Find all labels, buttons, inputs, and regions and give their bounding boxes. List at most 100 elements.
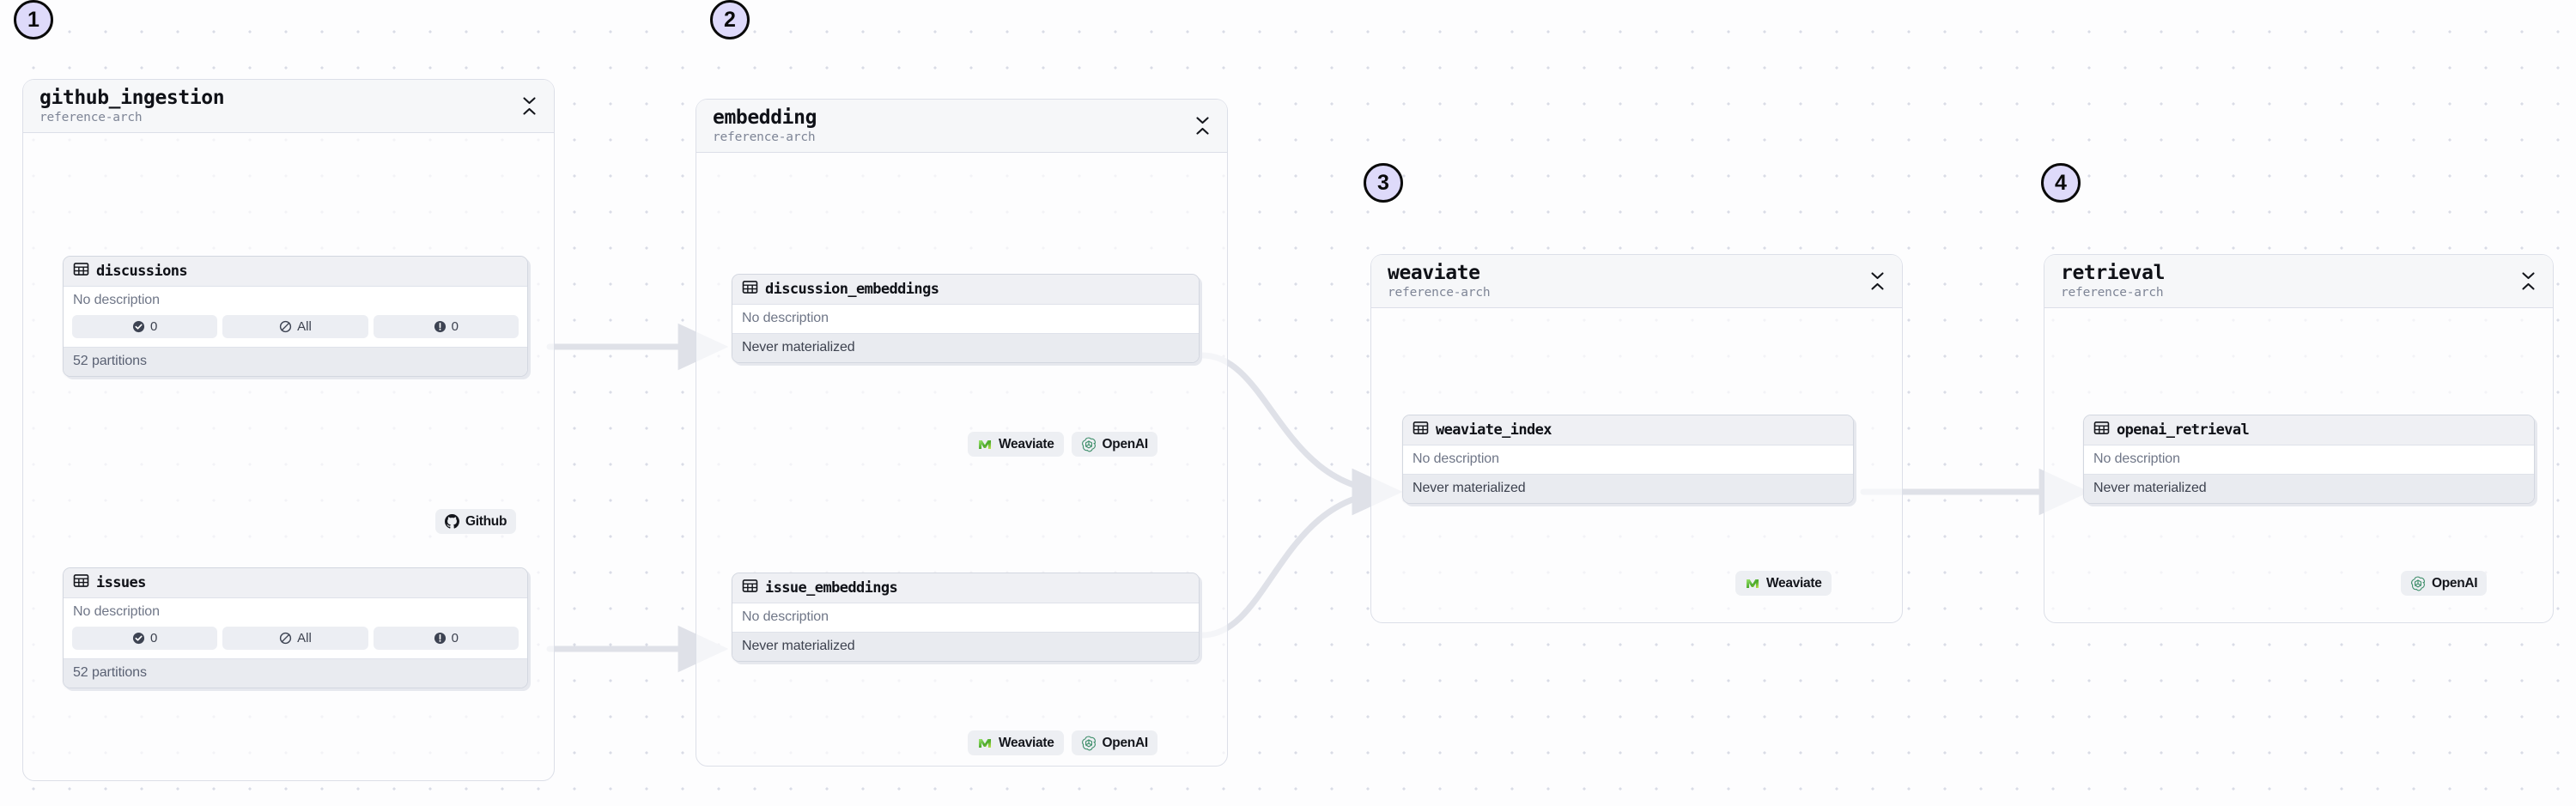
tag-chip-label: Weaviate [999, 735, 1054, 750]
weaviate-icon [977, 736, 993, 751]
status-pill-label: 0 [451, 319, 459, 334]
tag-chip-weaviate[interactable]: Weaviate [1735, 571, 1832, 596]
asset-name: issue_embeddings [765, 579, 898, 597]
group-header-weaviate[interactable]: weaviate reference-arch [1371, 255, 1902, 308]
chevron-collapse-icon[interactable] [519, 94, 538, 119]
asset-header: issues [64, 568, 527, 598]
tag-chip-label: OpenAI [1102, 735, 1149, 750]
tag-chip-label: OpenAI [2432, 575, 2478, 591]
asset-tags-openai-retrieval: OpenAI [2401, 571, 2488, 596]
asset-description: No description [732, 305, 1199, 333]
tag-chip-openai[interactable]: OpenAI [2401, 571, 2488, 596]
chevron-collapse-icon[interactable] [1868, 269, 1886, 294]
chevron-collapse-icon[interactable] [1193, 113, 1212, 139]
asset-card-weaviate-index[interactable]: weaviate_index No description Never mate… [1402, 415, 1854, 504]
asset-name: discussion_embeddings [765, 281, 939, 298]
tag-chip-weaviate[interactable]: Weaviate [968, 432, 1064, 457]
asset-header: weaviate_index [1403, 415, 1853, 445]
step-marker-4: 4 [2041, 163, 2081, 203]
asset-status-row: 0 All 0 [64, 627, 527, 658]
group-retrieval[interactable]: retrieval reference-arch openai_retrieva… [2044, 254, 2554, 623]
group-header-text: github_ingestion reference-arch [39, 86, 519, 125]
asset-card-discussions[interactable]: discussions No description 0 All [63, 256, 528, 377]
table-icon [73, 261, 89, 282]
group-header-embedding[interactable]: embedding reference-arch [696, 100, 1227, 153]
tag-chip-label: Weaviate [1766, 575, 1822, 591]
asset-footer: 52 partitions [64, 658, 527, 688]
asset-footer: 52 partitions [64, 347, 527, 376]
tag-chip-weaviate[interactable]: Weaviate [968, 730, 1064, 755]
table-icon [742, 279, 758, 300]
edge-issue-embeddings-to-weaviate-index [1199, 468, 1403, 639]
asset-footer: Never materialized [732, 632, 1199, 661]
asset-description: No description [64, 287, 527, 315]
asset-card-issues[interactable]: issues No description 0 All [63, 567, 528, 688]
group-header-text: embedding reference-arch [713, 106, 1193, 145]
weaviate-icon [1745, 576, 1760, 591]
asset-tags-discussions: Github [435, 509, 517, 534]
openai-icon [1081, 437, 1097, 452]
step-marker-1: 1 [14, 0, 53, 39]
table-icon [73, 573, 89, 593]
asset-name: openai_retrieval [2117, 421, 2250, 439]
group-title: weaviate [1388, 261, 1480, 284]
tag-chip-openai[interactable]: OpenAI [1071, 432, 1157, 457]
group-header-text: weaviate reference-arch [1388, 261, 1868, 300]
tag-chip-openai[interactable]: OpenAI [1071, 730, 1157, 755]
group-header-github-ingestion[interactable]: github_ingestion reference-arch [23, 80, 554, 133]
status-pill-label: 0 [149, 319, 158, 334]
status-pill-label: 0 [149, 631, 158, 645]
status-pill-success[interactable]: 0 [72, 315, 218, 338]
check-circle-icon [132, 632, 145, 645]
asset-status-row: 0 All 0 [64, 315, 527, 347]
group-header-retrieval[interactable]: retrieval reference-arch [2044, 255, 2553, 308]
slash-circle-icon [279, 320, 292, 333]
status-pill-skipped[interactable]: All [222, 315, 368, 338]
slash-circle-icon [279, 632, 292, 645]
asset-name: discussions [96, 263, 188, 280]
group-subtitle: reference-arch [2061, 286, 2164, 300]
group-subtitle: reference-arch [713, 130, 816, 145]
tag-chip-label: OpenAI [1102, 436, 1149, 451]
asset-card-discussion-embeddings[interactable]: discussion_embeddings No description Nev… [732, 274, 1200, 363]
chevron-collapse-icon[interactable] [2518, 269, 2537, 294]
tag-chip-github[interactable]: Github [435, 509, 517, 534]
edge-discussion-embeddings-to-weaviate-index [1199, 352, 1403, 516]
asset-card-issue-embeddings[interactable]: issue_embeddings No description Never ma… [732, 573, 1200, 662]
group-subtitle: reference-arch [39, 111, 143, 125]
status-pill-success[interactable]: 0 [72, 627, 218, 650]
github-icon [445, 514, 459, 529]
asset-description: No description [732, 603, 1199, 632]
status-pill-skipped[interactable]: All [222, 627, 368, 650]
asset-name: weaviate_index [1436, 421, 1552, 439]
asset-footer: Never materialized [732, 333, 1199, 362]
status-pill-label: 0 [451, 631, 459, 645]
asset-header: issue_embeddings [732, 573, 1199, 603]
step-marker-2: 2 [710, 0, 750, 39]
asset-description: No description [64, 598, 527, 627]
table-icon [2093, 420, 2110, 440]
group-embedding[interactable]: embedding reference-arch discussion_embe… [696, 99, 1228, 767]
asset-card-openai-retrieval[interactable]: openai_retrieval No description Never ma… [2083, 415, 2535, 504]
asset-header: discussion_embeddings [732, 275, 1199, 305]
group-weaviate[interactable]: weaviate reference-arch weaviate_index N… [1370, 254, 1903, 623]
asset-footer: Never materialized [1403, 474, 1853, 503]
exclamation-circle-icon [434, 320, 447, 333]
step-marker-3: 3 [1364, 163, 1403, 203]
asset-header: discussions [64, 257, 527, 287]
exclamation-circle-icon [434, 632, 447, 645]
status-pill-label: All [297, 631, 312, 645]
asset-footer: Never materialized [2084, 474, 2534, 503]
asset-description: No description [1403, 445, 1853, 474]
group-title: github_ingestion [39, 86, 225, 109]
status-pill-failed[interactable]: 0 [373, 627, 519, 650]
group-github-ingestion[interactable]: github_ingestion reference-arch discussi… [22, 79, 555, 781]
tag-chip-label: Weaviate [999, 436, 1054, 451]
group-subtitle: reference-arch [1388, 286, 1491, 300]
table-icon [1413, 420, 1429, 440]
status-pill-failed[interactable]: 0 [373, 315, 519, 338]
asset-name: issues [96, 574, 146, 591]
group-title: embedding [713, 106, 817, 129]
openai-icon [2410, 576, 2426, 591]
